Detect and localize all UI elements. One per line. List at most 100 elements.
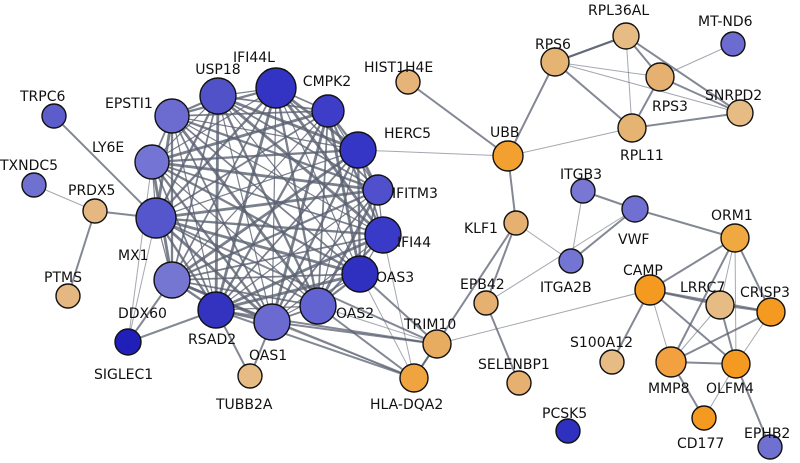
node-circle-prdx5[interactable]: [82, 198, 108, 224]
node-circle-rsad2[interactable]: [197, 291, 235, 329]
edge-prdx5-ptms: [67, 210, 96, 297]
node-label-trim10: TRIM10: [403, 317, 456, 333]
node-ifi44l[interactable]: IFI44L: [233, 50, 297, 109]
node-selenbp1[interactable]: SELENBP1: [478, 357, 550, 396]
node-circle-oas2[interactable]: [299, 287, 337, 325]
node-circle-hla-dqa2[interactable]: [399, 363, 429, 393]
node-circle-crisp3[interactable]: [756, 297, 786, 327]
node-circle-rps3[interactable]: [645, 62, 675, 92]
node-klf1[interactable]: KLF1: [464, 210, 529, 237]
node-circle-tubb2a[interactable]: [237, 363, 263, 389]
node-circle-ifi44[interactable]: [364, 216, 402, 254]
node-label-trpc6: TRPC6: [19, 89, 65, 105]
node-circle-siglec1[interactable]: [114, 328, 142, 356]
node-circle-lrrc7[interactable]: [705, 290, 735, 320]
node-circle-ly6e[interactable]: [134, 144, 170, 180]
node-snrpd2[interactable]: SNRPD2: [705, 88, 762, 127]
node-circle-cd177[interactable]: [691, 405, 717, 431]
node-hist1h4e[interactable]: HIST1H4E: [364, 60, 433, 95]
node-s100a12[interactable]: S100A12: [570, 335, 633, 375]
node-hla-dqa2[interactable]: HLA-DQA2: [370, 363, 443, 413]
node-trim10[interactable]: TRIM10: [403, 317, 456, 359]
node-mx1[interactable]: MX1: [118, 197, 177, 264]
node-olfm4[interactable]: OLFM4: [706, 349, 754, 397]
node-circle-mt-nd6[interactable]: [720, 31, 746, 57]
node-circle-itga2b[interactable]: [558, 248, 584, 274]
node-rpl36al[interactable]: RPL36AL: [588, 3, 649, 50]
node-cmpk2[interactable]: CMPK2: [303, 74, 351, 128]
node-oas3[interactable]: OAS3: [341, 255, 414, 293]
node-circle-epsti1[interactable]: [154, 98, 190, 134]
node-circle-ephb2[interactable]: [757, 434, 783, 460]
node-cd177[interactable]: CD177: [677, 405, 724, 452]
node-circle-olfm4[interactable]: [721, 349, 751, 379]
node-tubb2a[interactable]: TUBB2A: [215, 363, 273, 413]
node-circle-ddx60[interactable]: [153, 261, 191, 299]
node-circle-itgb3[interactable]: [570, 178, 596, 204]
node-circle-mmp8[interactable]: [655, 346, 687, 378]
node-pcsk5[interactable]: PCSK5: [542, 406, 587, 444]
node-rps3[interactable]: RPS3: [645, 62, 688, 115]
node-ly6e[interactable]: LY6E: [92, 140, 170, 180]
node-ddx60[interactable]: DDX60: [118, 261, 191, 322]
node-orm1[interactable]: ORM1: [711, 208, 753, 253]
node-oas2[interactable]: OAS2: [299, 287, 374, 325]
node-label-ifi44l: IFI44L: [233, 50, 275, 66]
node-circle-trim10[interactable]: [422, 329, 452, 359]
node-circle-ifitm3[interactable]: [362, 174, 394, 206]
node-crisp3[interactable]: CRISP3: [740, 285, 790, 327]
node-circle-pcsk5[interactable]: [555, 418, 581, 444]
node-epsti1[interactable]: EPSTI1: [105, 96, 190, 134]
edge-oas3-hla-dqa2: [359, 273, 415, 379]
node-rps6[interactable]: RPS6: [535, 37, 571, 77]
node-herc5[interactable]: HERC5: [339, 126, 431, 169]
node-circle-txndc5[interactable]: [21, 172, 47, 198]
node-rsad2[interactable]: RSAD2: [188, 291, 236, 348]
node-circle-trpc6[interactable]: [41, 103, 67, 129]
node-mt-nd6[interactable]: MT-ND6: [698, 14, 753, 57]
node-circle-klf1[interactable]: [503, 210, 529, 236]
node-lrrc7[interactable]: LRRC7: [680, 280, 735, 320]
node-ephb2[interactable]: EPHB2: [744, 426, 790, 460]
node-circle-ifi44l[interactable]: [255, 67, 297, 109]
edge-mx1-oas1: [154, 216, 274, 324]
node-mmp8[interactable]: MMP8: [648, 346, 690, 397]
node-itga2b[interactable]: ITGA2B: [540, 248, 592, 296]
node-camp[interactable]: CAMP: [623, 263, 666, 306]
node-circle-snrpd2[interactable]: [726, 99, 754, 127]
node-prdx5[interactable]: PRDX5: [68, 183, 115, 224]
node-ptms[interactable]: PTMS: [44, 270, 82, 309]
node-circle-rps6[interactable]: [540, 47, 570, 77]
node-circle-ptms[interactable]: [55, 283, 81, 309]
node-circle-s100a12[interactable]: [599, 349, 625, 375]
node-trpc6[interactable]: TRPC6: [19, 89, 67, 129]
node-itgb3[interactable]: ITGB3: [560, 167, 602, 204]
node-ubb[interactable]: UBB: [490, 125, 524, 172]
node-epb42[interactable]: EPB42: [460, 277, 505, 316]
node-circle-orm1[interactable]: [720, 223, 750, 253]
node-circle-oas3[interactable]: [341, 255, 379, 293]
node-circle-selenbp1[interactable]: [506, 370, 532, 396]
node-circle-ubb[interactable]: [492, 140, 524, 172]
node-circle-cmpk2[interactable]: [311, 94, 345, 128]
node-circle-camp[interactable]: [634, 274, 666, 306]
node-circle-epb42[interactable]: [473, 290, 499, 316]
node-circle-rpl11[interactable]: [617, 113, 647, 143]
node-txndc5[interactable]: TXNDC5: [0, 158, 58, 198]
node-circle-vwf[interactable]: [621, 195, 649, 223]
node-circle-hist1h4e[interactable]: [395, 69, 421, 95]
node-siglec1[interactable]: SIGLEC1: [94, 328, 153, 383]
node-circle-rpl36al[interactable]: [612, 22, 640, 50]
node-oas1[interactable]: OAS1: [249, 303, 291, 364]
edge-cmpk2-epsti1: [171, 110, 329, 117]
node-circle-herc5[interactable]: [339, 131, 377, 169]
node-ifitm3[interactable]: IFITM3: [362, 174, 438, 206]
node-circle-oas1[interactable]: [253, 303, 291, 341]
node-vwf[interactable]: VWF: [618, 195, 649, 248]
edge-siglec1-mx1: [127, 217, 157, 343]
node-rpl11[interactable]: RPL11: [617, 113, 664, 164]
node-circle-mx1[interactable]: [135, 197, 177, 239]
node-usp18[interactable]: USP18: [195, 62, 241, 115]
node-ifi44[interactable]: IFI44: [364, 216, 431, 254]
node-circle-usp18[interactable]: [199, 77, 237, 115]
